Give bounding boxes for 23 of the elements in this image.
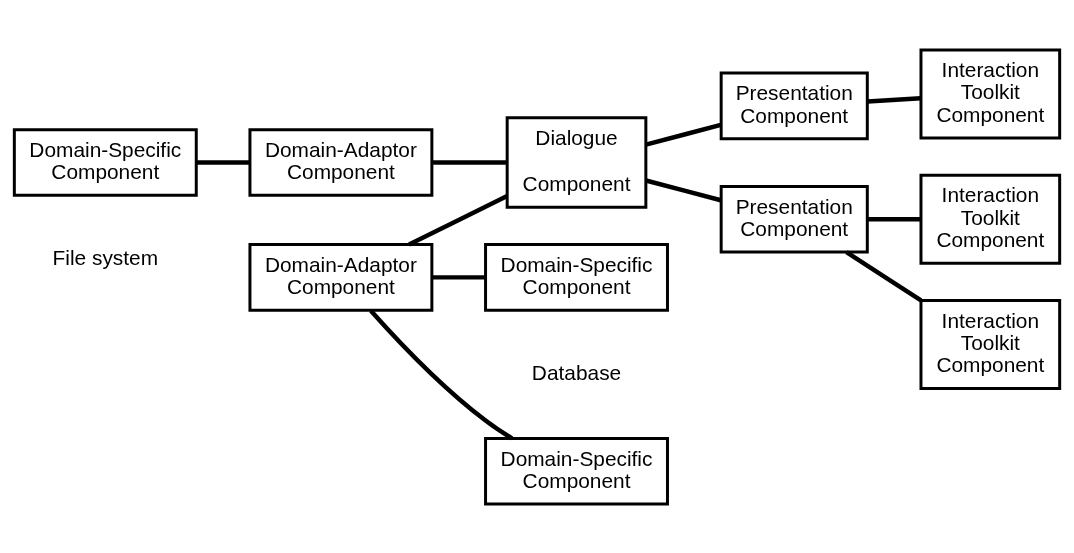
label: File system xyxy=(52,245,159,269)
node-box: Dialogue Component xyxy=(505,115,648,209)
node-box: Presentation Component xyxy=(719,184,869,253)
connector xyxy=(867,95,921,104)
connector xyxy=(867,216,921,221)
node-box: Interaction Toolkit Component xyxy=(919,298,1062,390)
node-box: Domain-Adaptor Component xyxy=(248,242,434,312)
connector xyxy=(645,122,722,147)
connector xyxy=(196,159,250,165)
node-box: Interaction Toolkit Component xyxy=(919,173,1062,265)
connector xyxy=(432,159,507,165)
connector xyxy=(645,177,722,202)
connector xyxy=(432,274,486,280)
label: Database xyxy=(531,360,622,384)
node-box: Domain-Adaptor Component xyxy=(248,127,434,197)
node-box: Interaction Toolkit Component xyxy=(919,47,1062,139)
connector xyxy=(408,193,509,246)
connector xyxy=(845,249,923,302)
node-box: Presentation Component xyxy=(719,71,869,140)
node-box: Domain-Specific Component xyxy=(484,242,669,312)
node-box: Domain-Specific Component xyxy=(12,127,198,197)
node-box: Domain-Specific Component xyxy=(484,436,669,506)
connector xyxy=(369,308,514,440)
